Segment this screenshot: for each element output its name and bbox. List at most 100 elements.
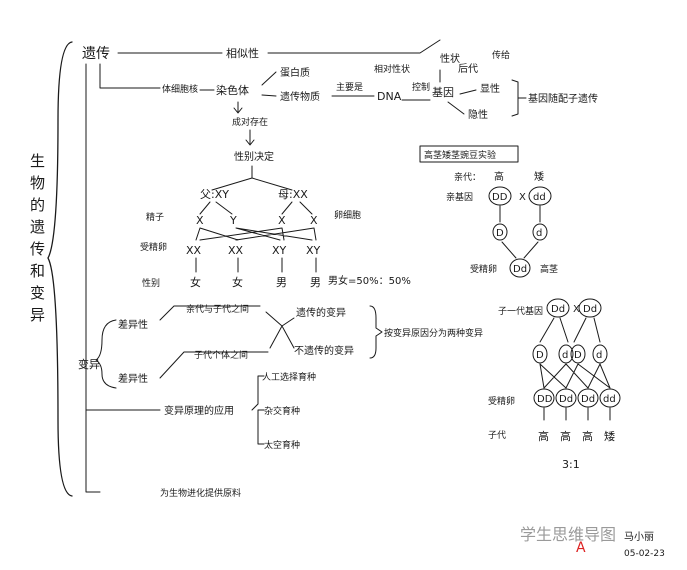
ratio-3-1: 3:1 [562, 458, 580, 471]
non-heritable-variation: 不遗传的变异 [294, 344, 354, 357]
exist-in-pairs-label: 成对存在 [232, 116, 268, 128]
sex-4: 男 [310, 276, 321, 289]
second-gamete-3: D [574, 350, 582, 361]
chromosome-label: 染色体 [216, 83, 249, 97]
gamete-d-upper: D [496, 228, 504, 239]
combo-4: XY [306, 244, 321, 257]
variation-brace [95, 319, 117, 389]
title-char: 遗 [30, 218, 45, 236]
relative-traits-label: 相对性状 [374, 63, 410, 75]
second-gamete-1: D [536, 350, 544, 361]
protein-label: 蛋白质 [280, 66, 310, 79]
recessive-label: 隐性 [468, 108, 488, 121]
title-char: 异 [30, 306, 45, 324]
title-char: 物 [30, 174, 45, 192]
sex-ratio: 男女=50%：50% [328, 274, 411, 287]
second-zygote-3: Dd [581, 394, 595, 405]
heritable-variation: 遗传的变异 [296, 306, 346, 319]
traits-label: 性状 [440, 52, 460, 65]
fertilized-egg-label: 受精卵 [140, 241, 167, 253]
author-signature: 马小丽 [624, 531, 654, 543]
dna-label: DNA [377, 90, 402, 103]
similarity-label: 相似性 [226, 46, 259, 60]
parents-children-label: 亲代与子代之间 [186, 303, 249, 315]
dominant-label: 显性 [480, 82, 500, 95]
offspring-trait-1: 高 [538, 429, 549, 443]
parent-gene-dd-lower: dd [533, 192, 546, 203]
gamete-x: X [278, 214, 286, 227]
gamete-x: X [196, 214, 204, 227]
evolution-note: 为生物进化提供原料 [160, 487, 241, 499]
offspring-trait-2: 高 [560, 429, 571, 443]
cause-note: 按变异原因分为两种变异 [384, 327, 483, 339]
second-gamete-2: d [562, 350, 568, 361]
second-fertilized-label: 受精卵 [488, 395, 515, 407]
parent-genes-label: 亲基因 [446, 191, 473, 203]
genetic-material-label: 遗传物质 [280, 90, 320, 103]
combo-1: XX [186, 244, 202, 257]
diff1-label: 差异性 [118, 318, 148, 331]
variation-label: 变异 [78, 357, 100, 371]
second-generation-label: 子一代基因 [498, 305, 543, 317]
heredity-label: 遗传 [82, 46, 110, 62]
parent-gene-dd-upper: DD [492, 192, 508, 203]
gamete-d-lower: d [536, 228, 542, 239]
second-zygote-2: Dd [559, 394, 573, 405]
second-parent-gene-1: Dd [551, 304, 565, 315]
parent-short: 矮 [534, 171, 544, 183]
offspring-label: 后代 [458, 63, 478, 75]
experiment-title: 高茎矮茎豌豆实验 [424, 149, 496, 161]
parent-tall: 高 [494, 170, 504, 183]
gamete-y: Y [229, 214, 237, 227]
date-mark: 05-02-23 [624, 549, 665, 559]
control-label: 控制 [412, 81, 430, 93]
offspring-trait-3: 高 [582, 429, 593, 443]
sex-1: 女 [190, 275, 201, 289]
second-parent-gene-2: Dd [583, 304, 597, 315]
egg-label: 卵细胞 [334, 209, 361, 221]
application-label: 变异原理的应用 [164, 404, 234, 417]
title-char: 生 [30, 152, 45, 170]
hybrid-breeding-label: 杂交育种 [264, 405, 300, 417]
somatic-cell-label: 体细胞核 [162, 83, 198, 95]
title-char: 和 [30, 262, 45, 280]
cause-brace [369, 305, 383, 359]
diff2-label: 差异性 [118, 372, 148, 385]
fertilized-label: 受精卵 [470, 263, 497, 275]
second-gamete-4: d [596, 350, 602, 361]
mother-label: 母:XX [278, 188, 308, 201]
cross-symbol: X [519, 192, 526, 203]
offspring-generation-label: 子代 [488, 430, 506, 441]
father-label: 父:XY [200, 188, 229, 201]
gamete-x: X [310, 214, 318, 227]
main-is-label: 主要是 [336, 81, 363, 93]
gene-label: 基因 [432, 86, 454, 99]
combo-2: XX [228, 244, 244, 257]
sperm-label: 精子 [146, 211, 164, 223]
experiment-title-box [419, 145, 519, 163]
between-children-label: 子代个体之间 [194, 349, 248, 361]
pass-on-label: 传给 [492, 49, 510, 61]
offspring-trait-4: 矮 [604, 429, 615, 443]
second-zygote-4: dd [603, 394, 616, 405]
title-char: 传 [30, 240, 45, 258]
sex-determination-title: 性别决定 [234, 150, 274, 163]
title-char: 的 [30, 196, 45, 214]
second-cross-symbol: X [573, 304, 580, 315]
gene-passing-note: 基因随配子遗传 [528, 92, 598, 105]
brand-watermark: 学生思维导图 [520, 525, 616, 544]
second-zygote-1: DD [537, 394, 553, 405]
sex-label: 性别 [142, 277, 160, 289]
zygote-trait: 高茎 [540, 263, 558, 275]
vertical-title: 生 物 的 遗 传 和 变 异 [30, 152, 45, 324]
space-breeding-label: 太空育种 [264, 439, 300, 451]
grade-mark: A [576, 540, 586, 556]
sex-3: 男 [276, 276, 287, 289]
combo-3: XY [272, 244, 287, 257]
parents-label: 亲代： [454, 171, 481, 183]
zygote: Dd [513, 264, 527, 275]
sex-2: 女 [232, 275, 243, 289]
artificial-selection-label: 人工选择育种 [262, 371, 316, 383]
main-brace [47, 41, 73, 497]
